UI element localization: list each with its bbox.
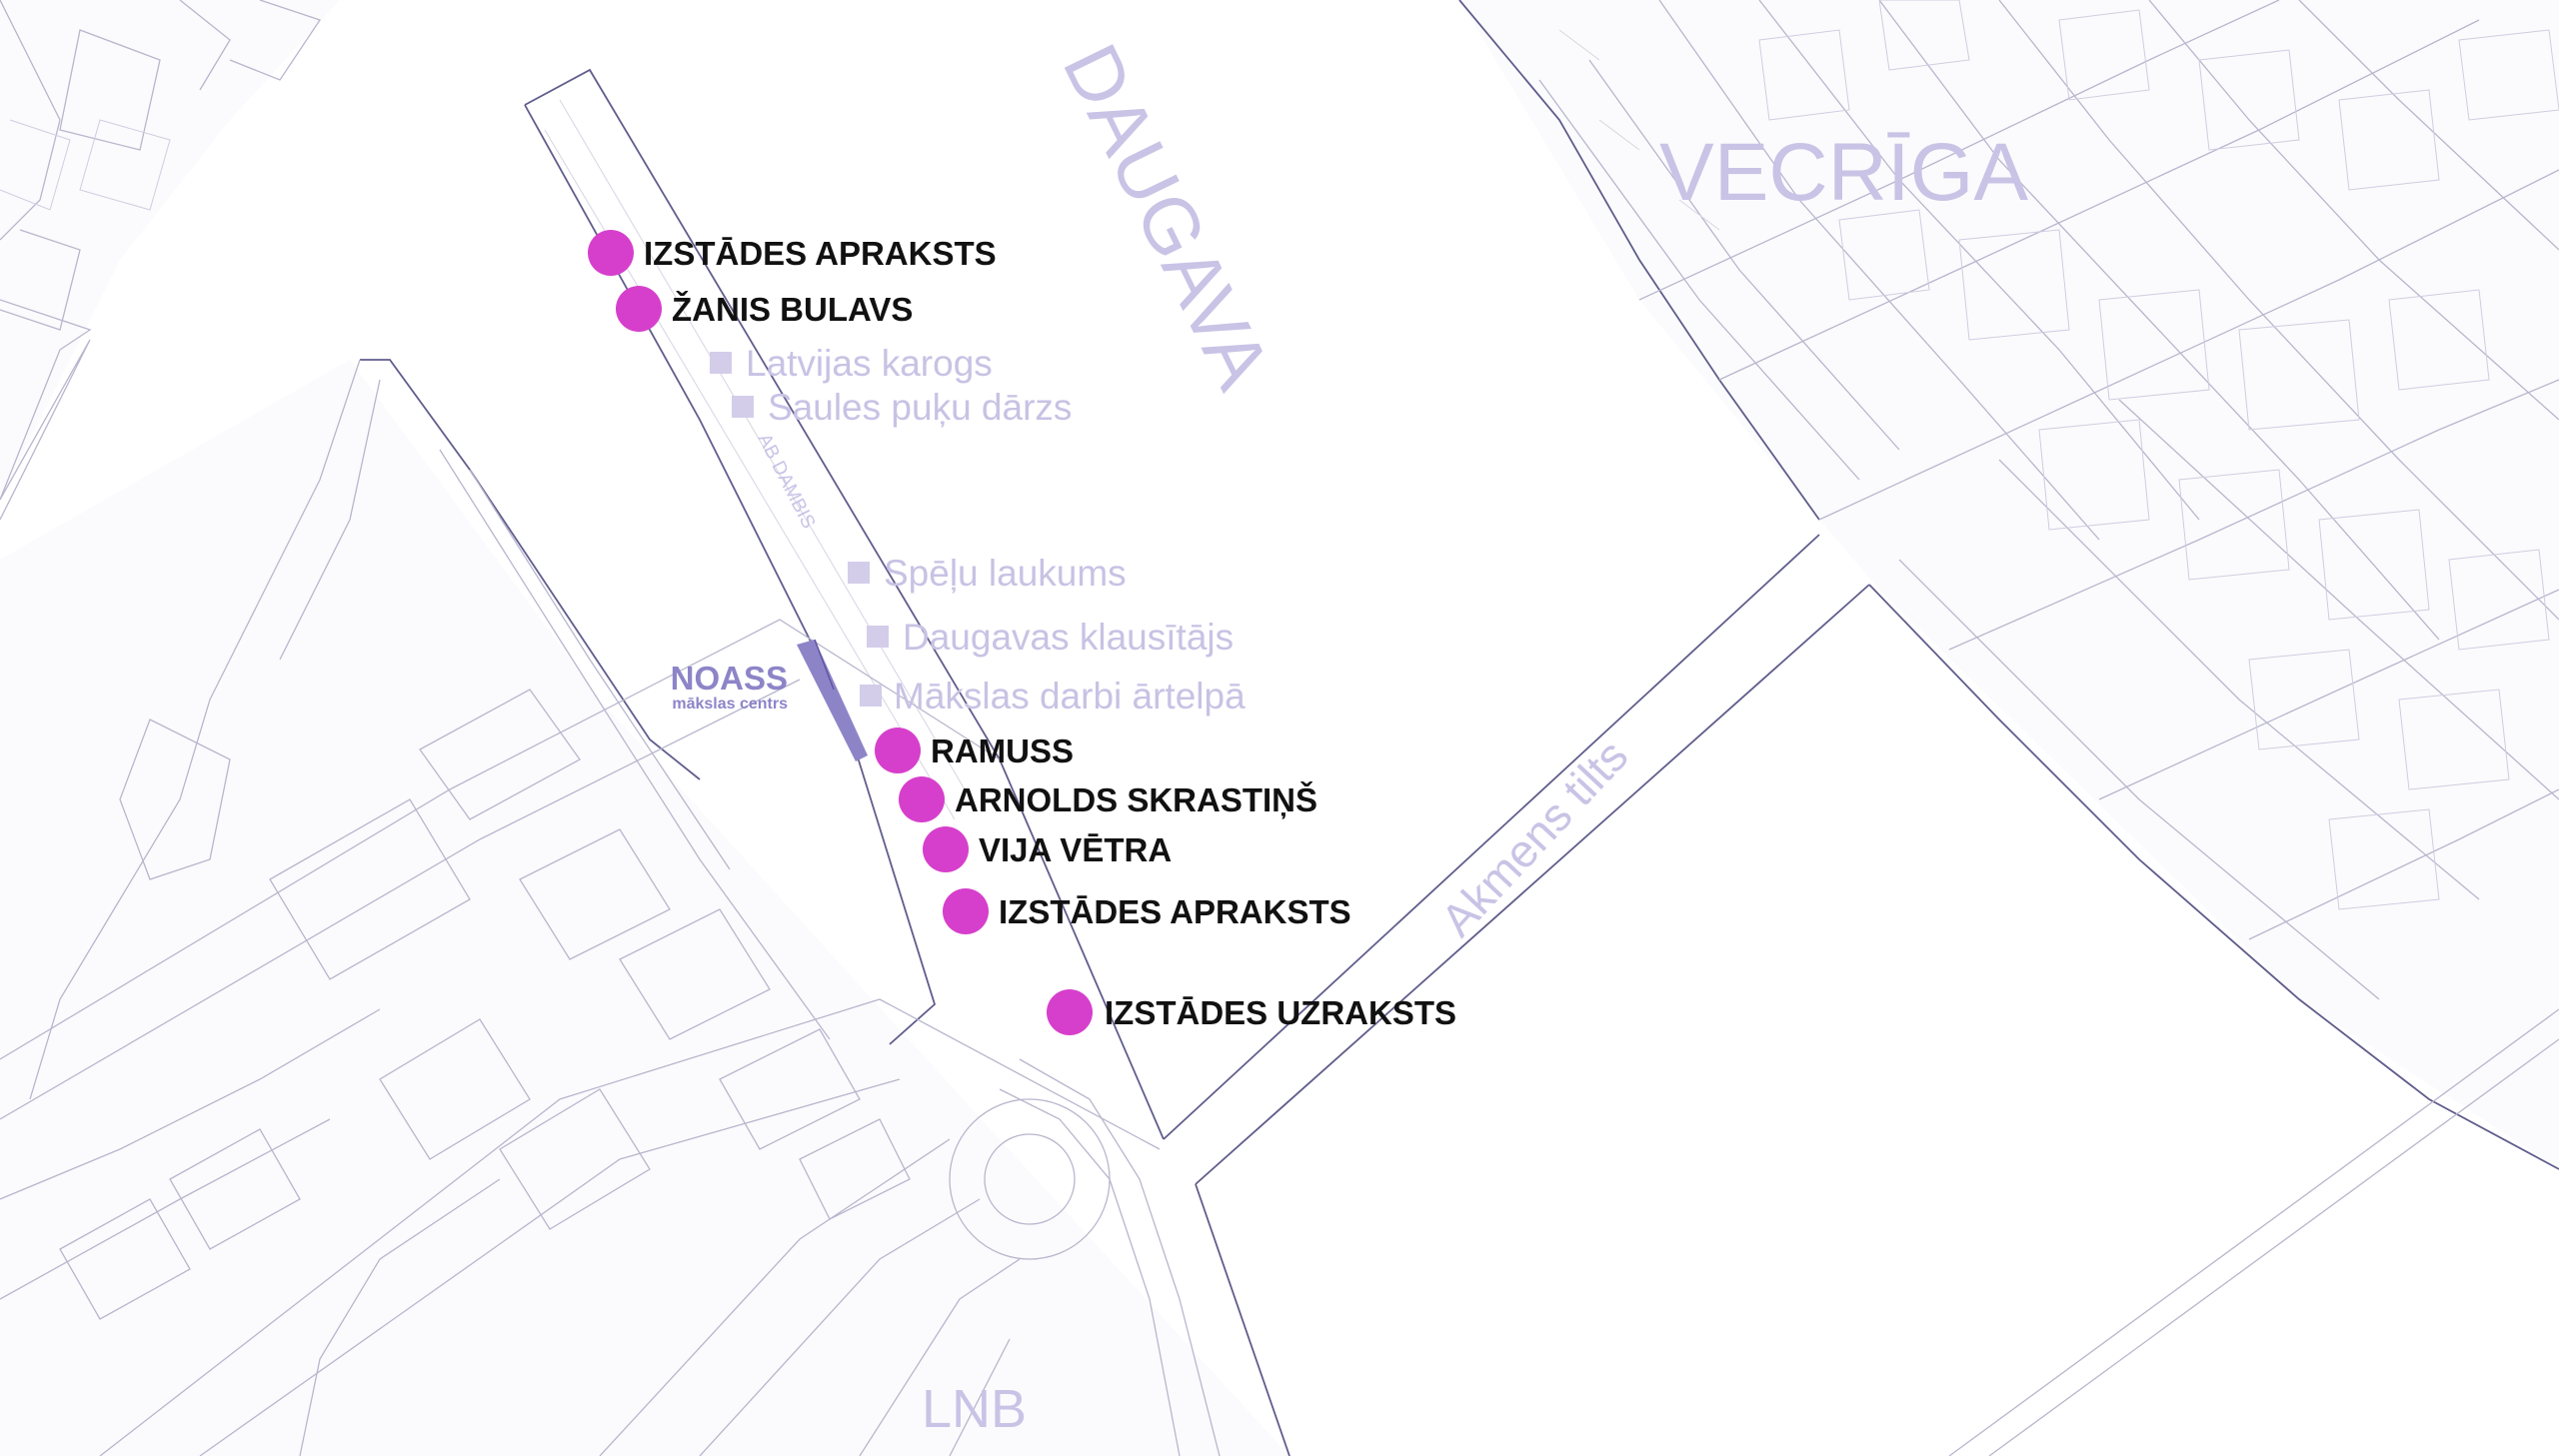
poi-label: IZSTĀDES APRAKSTS bbox=[999, 893, 1351, 930]
poi-arnolds-skrastins[interactable]: ARNOLDS SKRASTIŅŠ bbox=[899, 776, 1317, 822]
embankment-label: AB DAMBIS bbox=[754, 431, 820, 533]
feature-square-icon bbox=[860, 685, 882, 707]
river-label: DAUGAVA bbox=[1047, 31, 1287, 402]
feature-list: Latvijas karogs Saules puķu dārzs Spēļu … bbox=[710, 343, 1246, 717]
bridge-label: Akmens tilts bbox=[1430, 729, 1637, 946]
feature-daugavas-klausitajs[interactable]: Daugavas klausītājs bbox=[867, 617, 1234, 658]
poi-marker-icon[interactable] bbox=[616, 286, 662, 332]
poi-marker-icon[interactable] bbox=[899, 776, 945, 822]
feature-square-icon bbox=[732, 396, 754, 418]
feature-label: Saules puķu dārzs bbox=[768, 387, 1072, 428]
noass-building[interactable] bbox=[797, 640, 868, 761]
poi-label: IZSTĀDES APRAKSTS bbox=[644, 235, 997, 272]
poi-label: ŽANIS BULAVS bbox=[672, 291, 913, 328]
poi-list: IZSTĀDES APRAKSTS ŽANIS BULAVS RAMUSS AR… bbox=[588, 230, 1456, 1035]
poi-label: IZSTĀDES UZRAKSTS bbox=[1105, 994, 1456, 1031]
poi-marker-icon[interactable] bbox=[588, 230, 634, 276]
poi-zanis-bulavs[interactable]: ŽANIS BULAVS bbox=[616, 286, 913, 332]
feature-label: Daugavas klausītājs bbox=[903, 617, 1234, 658]
feature-saules-puku-darzs[interactable]: Saules puķu dārzs bbox=[732, 387, 1072, 428]
noass-venue[interactable]: NOASS mākslas centrs bbox=[671, 639, 868, 761]
poi-izstades-apraksts-1[interactable]: IZSTĀDES APRAKSTS bbox=[588, 230, 997, 276]
feature-latvijas-karogs[interactable]: Latvijas karogs bbox=[710, 343, 993, 384]
poi-marker-icon[interactable] bbox=[875, 728, 921, 773]
feature-label: Mākslas darbi ārtelpā bbox=[894, 676, 1246, 717]
poi-marker-icon[interactable] bbox=[943, 888, 989, 934]
feature-square-icon bbox=[867, 626, 889, 648]
poi-label: RAMUSS bbox=[931, 732, 1074, 769]
feature-label: Latvijas karogs bbox=[746, 343, 993, 384]
noass-subtitle: mākslas centrs bbox=[672, 696, 788, 713]
poi-label: VIJA VĒTRA bbox=[979, 831, 1172, 868]
feature-makslas-darbi-artelpa[interactable]: Mākslas darbi ārtelpā bbox=[860, 676, 1246, 717]
poi-vija-vetra[interactable]: VIJA VĒTRA bbox=[923, 826, 1172, 872]
poi-izstades-uzraksts[interactable]: IZSTĀDES UZRAKSTS bbox=[1047, 989, 1456, 1035]
library-label: LNB bbox=[922, 1379, 1027, 1439]
feature-label: Spēļu laukums bbox=[884, 553, 1127, 594]
feature-square-icon bbox=[710, 352, 732, 374]
noass-title: NOASS bbox=[671, 660, 788, 697]
feature-square-icon bbox=[848, 562, 870, 584]
feature-speju-laukums[interactable]: Spēļu laukums bbox=[848, 553, 1127, 594]
poi-marker-icon[interactable] bbox=[923, 826, 969, 872]
poi-izstades-apraksts-2[interactable]: IZSTĀDES APRAKSTS bbox=[943, 888, 1351, 934]
poi-label: ARNOLDS SKRASTIŅŠ bbox=[955, 780, 1317, 818]
poi-marker-icon[interactable] bbox=[1047, 989, 1093, 1035]
old-town-label: VECRĪGA bbox=[1659, 127, 2028, 218]
poi-ramuss[interactable]: RAMUSS bbox=[875, 728, 1074, 773]
